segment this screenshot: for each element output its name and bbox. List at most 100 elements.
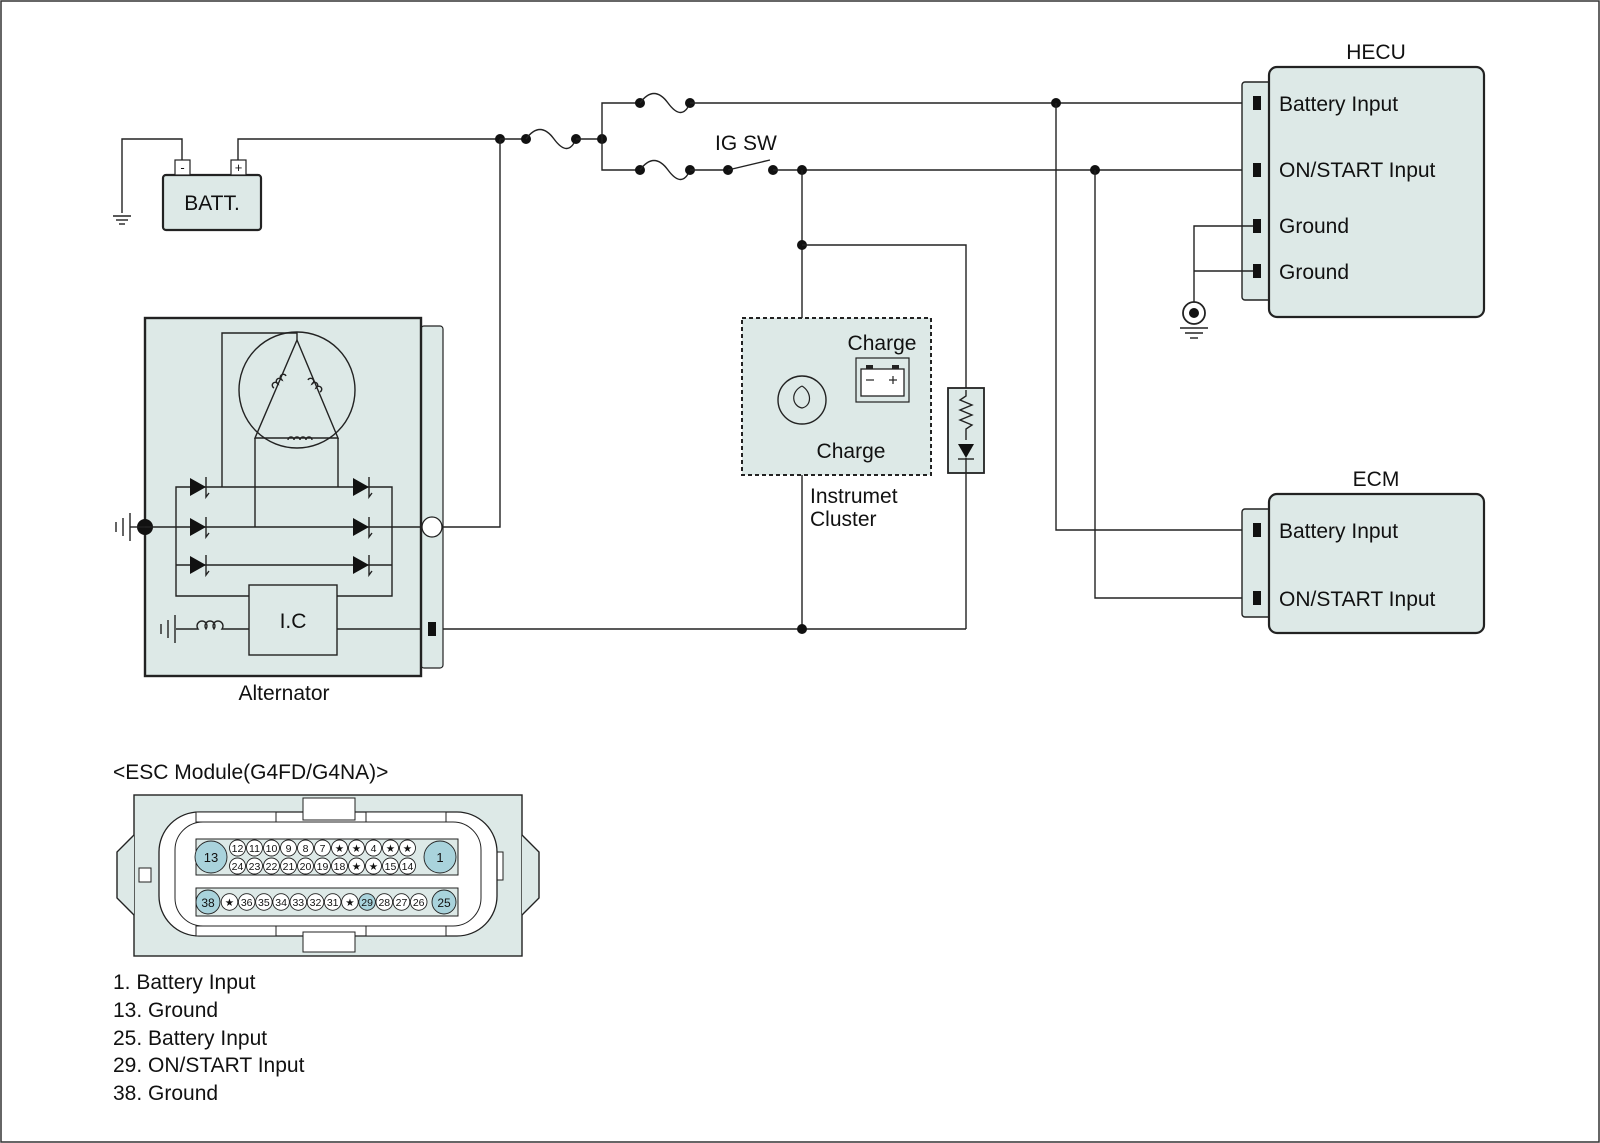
connector-pin-25 (431, 889, 457, 915)
connector-pin-label: 25 (437, 896, 451, 910)
connector-pin-label: 26 (413, 897, 425, 909)
connector-pin-label: 18 (334, 861, 346, 873)
wire (601, 139, 640, 171)
connector-pin-label: 7 (320, 843, 326, 855)
connector-pin (375, 893, 394, 911)
ecm-pin-on-start (1253, 591, 1261, 605)
connector-pin-label: 28 (378, 897, 390, 909)
connector-pin (365, 857, 382, 875)
ecm-title: ECM (1353, 468, 1400, 491)
pin-function-list: 1. Battery Input 13. Ground 25. Battery … (113, 971, 305, 1105)
connector-pin-label: 11 (249, 843, 260, 855)
connector-pin-label: 24 (232, 861, 244, 873)
connector-pin-13 (194, 840, 228, 874)
connector-pin (229, 857, 246, 875)
connector-pin (289, 893, 308, 911)
battery-positive-wire (237, 138, 500, 160)
pin-list-item: 38. Ground (113, 1082, 218, 1105)
ig-switch-label: IG SW (715, 132, 777, 155)
connector-pin-label: ★ (352, 843, 362, 855)
connector-pin (314, 839, 331, 857)
connector-pin (348, 857, 365, 875)
hecu-pin-label: Ground (1279, 261, 1349, 284)
hecu: HECU Battery Input ON/START Input Ground… (1241, 41, 1486, 319)
connector-pin-label: 12 (232, 843, 244, 855)
connector-pin (409, 893, 428, 911)
pin-list-item: 1. Battery Input (113, 971, 256, 994)
ecm-on-start-wire (1094, 170, 1252, 599)
ecm-battery-input-wire (1055, 103, 1252, 531)
hecu-pin-ground (1253, 219, 1261, 233)
stator-icon (238, 331, 356, 449)
connector-pin-label: 20 (300, 861, 312, 873)
connector-pin-label: 33 (292, 897, 304, 909)
hecu-pin-label: Battery Input (1279, 93, 1398, 116)
pin-list-item: 29. ON/START Input (113, 1054, 305, 1077)
connector-pin (331, 839, 348, 857)
connector-pin (382, 839, 399, 857)
connector-pin (280, 857, 297, 875)
connector-pin-label: 31 (327, 897, 339, 909)
connector-pin (272, 893, 290, 911)
connector-pin-label: 22 (266, 861, 278, 873)
connector-pin-label: 10 (266, 843, 278, 855)
rectifier-diode-icons (190, 477, 373, 578)
connector-pin-label: 4 (371, 843, 377, 855)
connector-pin-label: 21 (283, 861, 295, 873)
l-terminal-icon (428, 622, 436, 636)
connector-pin (331, 857, 348, 875)
connector-pin (382, 857, 399, 875)
connector-pin-label: ★ (225, 897, 235, 909)
connector-pin-label: ★ (345, 897, 355, 909)
connector-pin (280, 839, 297, 857)
battery-indicator-icon (855, 357, 910, 403)
connector-pin-label: 9 (286, 843, 292, 855)
connector-pin-38 (195, 889, 221, 915)
ecm: ECM Battery Input ON/START Input (1241, 468, 1486, 635)
connector-pin (237, 893, 256, 911)
battery-label: BATT. (184, 192, 240, 215)
hecu-pin-battery-input (1253, 96, 1261, 110)
ecm-pin-label: Battery Input (1279, 520, 1398, 543)
hecu-body (1267, 65, 1486, 319)
connector-pin (297, 857, 314, 875)
connector-pin (323, 893, 342, 911)
ecm-pin-battery-input (1253, 523, 1261, 537)
connector-pin (399, 839, 416, 857)
hecu-ground-wire (1193, 225, 1253, 313)
alternator-label: Alternator (238, 682, 329, 705)
ground-icon (115, 513, 145, 541)
connector-pin-label: 23 (249, 861, 261, 873)
ecm-pin-label: ON/START Input (1279, 588, 1436, 611)
connector-pin-label: ★ (335, 843, 345, 855)
connector-pin-label: 8 (303, 843, 309, 855)
ig-switch-icon (727, 159, 771, 171)
connector-pin (365, 839, 382, 857)
cluster-label-line2: Cluster (810, 508, 877, 531)
connector-pin-label: ★ (403, 843, 413, 855)
battery-minus-sign: - (180, 160, 184, 175)
connector-pin-label: 35 (258, 897, 270, 909)
connector-pin (358, 893, 376, 911)
pin-list-item: 13. Ground (113, 999, 218, 1022)
connector-pin (392, 893, 411, 911)
charge-warning-lamp-icon (777, 375, 827, 425)
junction-dot (797, 624, 807, 634)
connector-pin-1 (423, 840, 457, 874)
alternator: I.C Alternator (115, 316, 444, 705)
connector-pin (348, 839, 365, 857)
connector-pin (220, 893, 239, 911)
connector-pin-label: 32 (310, 897, 322, 909)
connector-pin-label: 29 (361, 897, 373, 909)
chassis-ground-icon (113, 215, 131, 225)
resistor-diode-icon (947, 387, 985, 474)
connector-pin (246, 857, 263, 875)
ig-fuse-icon (639, 159, 691, 181)
connector-pin (306, 893, 325, 911)
hecu-pin-on-start (1253, 163, 1261, 177)
connector-pin-label: 27 (396, 897, 408, 909)
connector-pin-label: 19 (317, 861, 329, 873)
connector-pin-label: 38 (201, 896, 215, 910)
connector-pin (263, 839, 280, 857)
